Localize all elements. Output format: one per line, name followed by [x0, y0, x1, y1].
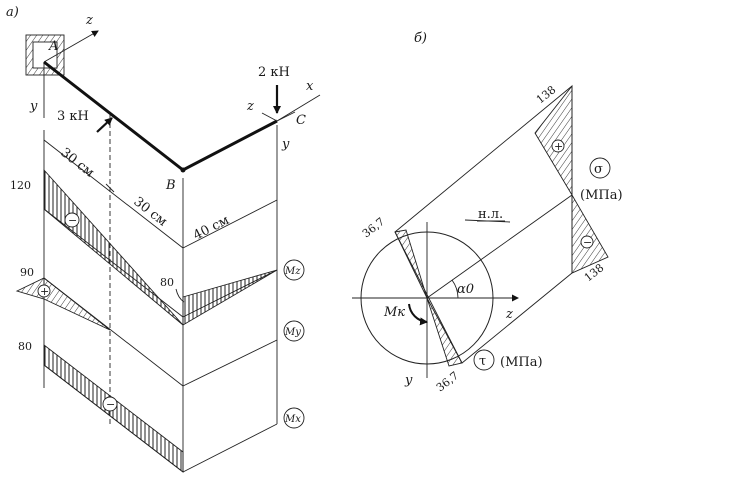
axis-x-right-label: x: [306, 79, 314, 94]
mx-value-80: 80: [18, 340, 32, 353]
sigma-value-top: 138: [534, 83, 559, 106]
my-label: My: [284, 327, 301, 338]
point-b-label: B: [165, 178, 176, 193]
dimension-label-30-1: 30 см: [58, 145, 97, 180]
sigma-minus-sign: −: [583, 236, 592, 249]
axis-y-left-label: y: [29, 99, 38, 114]
sigma-symbol: σ: [594, 162, 603, 177]
sigma-projection-bottom: [461, 272, 573, 364]
axis-y-right-label: y: [281, 137, 290, 152]
panel-b-label: б): [414, 31, 427, 46]
sigma-plus-circle: [551, 139, 565, 153]
mz-value-80-leader: [175, 288, 185, 303]
sigma-projection-mid: [426, 194, 573, 299]
axis-z-right-label: z: [246, 99, 254, 114]
my-baseline-left: [43, 277, 184, 387]
axis-y-label: y: [404, 373, 413, 388]
mz-baseline-right: [182, 269, 278, 318]
moment-label: Mк: [383, 305, 405, 320]
mx-baseline-right: [182, 423, 278, 473]
mx-sign: −: [106, 398, 115, 411]
tau-value-bottom: 36,7: [434, 369, 461, 394]
mz-label-circle: [283, 259, 305, 281]
mz-sign-circle: [64, 212, 80, 228]
alpha-label: α0: [457, 282, 474, 297]
mz-sign: −: [68, 214, 77, 227]
tau-symbol: τ: [479, 354, 486, 369]
mz-value-80: 80: [160, 276, 174, 289]
sigma-plus-sign: +: [554, 140, 563, 153]
sigma-minus-circle: [580, 235, 594, 249]
panel-b: б) z y 138 138 + − σ (МПа) н.л. α0: [352, 31, 623, 394]
c-leader-line: [276, 111, 296, 122]
mx-label-circle: [283, 407, 305, 429]
dimension-line-ab: [43, 139, 184, 249]
axis-z-top-line: [43, 30, 99, 63]
point-c-label: C: [296, 113, 306, 128]
sigma-negative-region: [571, 193, 609, 274]
joint-b: [180, 167, 186, 173]
my-label-circle: [283, 320, 305, 342]
mz-diagram-right: [182, 269, 278, 326]
dimension-label-40: 40 см: [191, 213, 232, 244]
my-value-90: 90: [20, 266, 34, 279]
mx-label: Mx: [284, 414, 301, 425]
panel-a: а) A z y B 3 кН 2 кН x z C y: [6, 5, 321, 473]
dimension-tick-mid: [105, 183, 115, 193]
tau-diagram-top: [394, 229, 428, 299]
force-2kn-label: 2 кН: [258, 65, 290, 80]
my-baseline-right: [182, 339, 278, 387]
axis-x-right-line: [276, 94, 321, 122]
alpha-arc: [451, 279, 459, 299]
sigma-unit: (МПа): [580, 188, 623, 203]
mz-label: Mz: [284, 266, 301, 277]
mx-sign-circle: [102, 396, 118, 412]
point-a-label: A: [48, 39, 58, 54]
axis-z-right-line: [261, 112, 278, 122]
tau-unit: (МПа): [500, 355, 543, 370]
axis-z-label: z: [505, 307, 513, 322]
neutral-line-label: н.л.: [478, 207, 503, 222]
mz-baseline-left: [43, 208, 184, 318]
dimension-line-bc: [182, 199, 278, 249]
panel-a-label: а): [6, 5, 19, 20]
force-3kn-arrow: [96, 117, 113, 133]
mx-baseline-left: [43, 364, 184, 473]
tau-value-top: 36,7: [360, 215, 387, 240]
tau-symbol-circle: [473, 349, 495, 371]
axis-z-top-label: z: [85, 13, 93, 28]
force-3kn-label: 3 кН: [57, 109, 89, 124]
mz-diagram-left: [43, 168, 184, 326]
tau-diagram-bottom: [426, 297, 463, 367]
my-sign-circle: [37, 284, 51, 298]
sigma-projection-top: [394, 85, 573, 233]
sigma-symbol-circle: [589, 157, 611, 179]
sigma-positive-region: [534, 84, 573, 197]
torque-arrow-icon: [408, 303, 428, 326]
mz-value-120: 120: [10, 179, 31, 192]
my-sign: +: [40, 285, 49, 298]
